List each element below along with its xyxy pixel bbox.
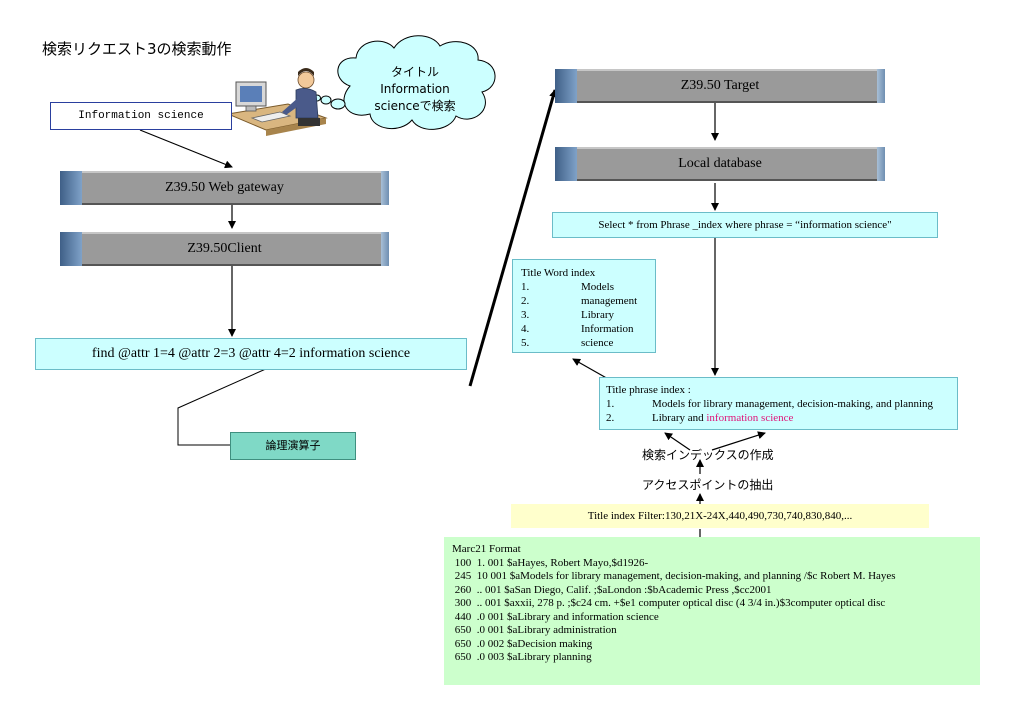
phrase-index-num: 1. (606, 398, 615, 410)
marc-header: Marc21 Format (452, 543, 521, 555)
select-query-box: Select * from Phrase _index where phrase… (552, 212, 938, 238)
page-title: 検索リクエスト3の検索動作 (42, 40, 232, 58)
target-bar: Z39.50 Target (555, 69, 885, 103)
phrase-index-num: 2. (606, 412, 615, 424)
phrase-index-item: 1. Models for library management, decisi… (606, 397, 951, 411)
marc-line: 245 10 001 $aModels for library manageme… (452, 570, 896, 582)
client-label: Z39.50Client (187, 241, 262, 256)
word-index-header: Title Word index (521, 267, 596, 279)
marc-line: 650 .0 003 $aLibrary planning (452, 651, 592, 663)
client-bar: Z39.50Client (60, 232, 389, 266)
phrase-index-highlight: information science (706, 412, 794, 424)
thought-cloud (313, 35, 496, 130)
phrase-index-text: Models for library management, decision-… (652, 398, 934, 410)
marc21-record-box: Marc21 Format 100 1. 001 $aHayes, Robert… (444, 537, 980, 685)
web-gateway-bar: Z39.50 Web gateway (60, 171, 389, 205)
logic-operator-box: 論理演算子 (230, 432, 356, 460)
arrow-phrase-to-word (572, 358, 611, 381)
index-creation-label: 検索インデックスの作成 (642, 448, 774, 462)
local-database-label: Local database (678, 156, 762, 171)
word-index-num: 2. (521, 295, 530, 307)
connector-find-to-logic (177, 367, 269, 446)
arrow-create-right (711, 431, 766, 451)
word-index-item: 3. Library (521, 308, 647, 322)
word-index-item: 4. Information (521, 322, 647, 336)
target-label: Z39.50 Target (680, 78, 760, 93)
word-index-item: 1. Models (521, 280, 647, 294)
arrow-query-to-gateway (139, 129, 233, 169)
phrase-index-text: Library and (652, 412, 707, 424)
word-index-item: 5. science (521, 336, 647, 350)
word-index-item: 2. management (521, 294, 647, 308)
user-at-computer-icon (226, 68, 328, 136)
arrow-find-to-target (468, 89, 557, 387)
marc-line: 100 1. 001 $aHayes, Robert Mayo,$d1926- (452, 556, 649, 569)
word-index-num: 4. (521, 323, 530, 335)
phrase-index-item: 2. Library and information science (606, 411, 951, 425)
marc-line: 650 .0 002 $aDecision making (452, 637, 593, 650)
access-point-label: アクセスポイントの抽出 (642, 478, 774, 492)
cloud-line-3: scienceで検索 (374, 99, 456, 113)
word-index-box: Title Word index 1. Models 2. management… (512, 259, 656, 353)
find-command-box: find @attr 1=4 @attr 2=3 @attr 4=2 infor… (35, 338, 467, 370)
title-index-filter-box: Title index Filter:130,21X-24X,440,490,7… (511, 504, 929, 528)
word-index-num: 5. (521, 337, 530, 349)
word-index-text: Library (581, 309, 614, 321)
thought-cloud-text: タイトル Information scienceで検索 (355, 64, 475, 115)
local-database-bar: Local database (555, 147, 885, 181)
word-index-num: 1. (521, 281, 530, 293)
word-index-text: management (581, 295, 638, 307)
word-index-text: science (581, 337, 614, 349)
phrase-index-box: Title phrase index : 1. Models for libra… (599, 377, 958, 430)
query-input-box: Information science (50, 102, 232, 130)
word-index-num: 3. (521, 309, 530, 321)
marc-line: 440 .0 001 $aLibrary and information sci… (452, 610, 659, 623)
cloud-line-2: Information (380, 82, 450, 96)
marc-line: 260 .. 001 $aSan Diego, Calif. ;$aLondon… (452, 583, 772, 596)
marc-line: 650 .0 001 $aLibrary administration (452, 624, 617, 636)
cloud-line-1: タイトル (390, 65, 439, 79)
web-gateway-label: Z39.50 Web gateway (165, 180, 284, 195)
arrow-create-left (664, 432, 691, 451)
word-index-text: Models (581, 281, 614, 293)
marc-line: 300 .. 001 $axxii, 278 p. ;$c24 cm. +$e1… (452, 597, 886, 609)
word-index-text: Information (581, 323, 634, 335)
phrase-index-header: Title phrase index : (606, 384, 691, 396)
